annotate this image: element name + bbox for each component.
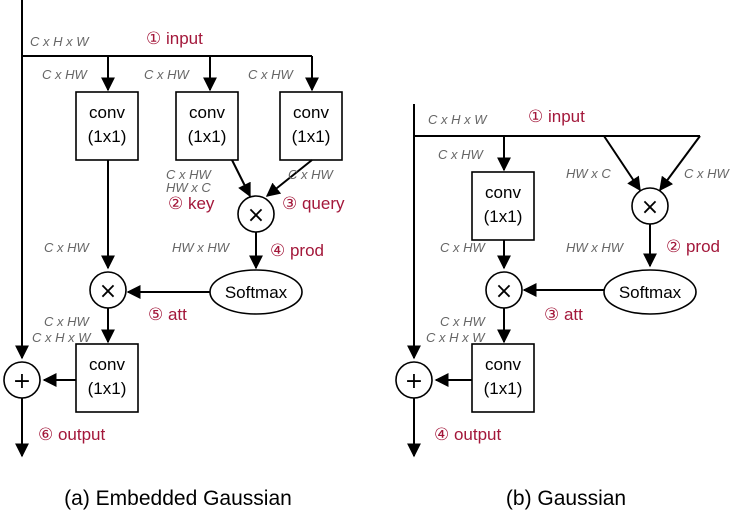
a-conv-out-line1: conv: [89, 355, 125, 374]
a-dim-branch-right: C x HW: [248, 67, 295, 82]
b-multiply-node-upper: ×: [631, 187, 669, 225]
a-conv-right-line1: conv: [293, 103, 329, 122]
a-dim-query: C x HW: [288, 167, 335, 182]
a-step-input: ① input: [146, 29, 203, 48]
b-dim-att-b: C x H x W: [426, 330, 486, 345]
b-dim-prod: HW x HW: [566, 240, 625, 255]
multiply-icon: ×: [247, 203, 265, 228]
a-caption: (a) Embedded Gaussian: [64, 487, 292, 510]
a-key-arrow: [231, 159, 251, 198]
b-dim-branch-left: C x HW: [438, 147, 485, 162]
a-dim-input: C x H x W: [30, 34, 90, 49]
b-dim-conv-out: C x HW: [440, 240, 487, 255]
a-dim-att-b: C x H x W: [32, 330, 92, 345]
a-conv-out-line2: (1x1): [88, 379, 127, 398]
a-conv-left-line1: conv: [89, 103, 125, 122]
a-add-node: +: [3, 361, 41, 399]
b-step-input: ① input: [528, 107, 585, 126]
a-dim-branch-left: C x HW: [42, 67, 89, 82]
plus-icon: +: [405, 369, 423, 394]
panel-a-embedded-gaussian: conv (1x1) conv (1x1) conv (1x1) × Softm…: [3, 0, 345, 510]
a-step-prod: ④ prod: [270, 241, 324, 260]
a-multiply-node-upper: ×: [237, 195, 275, 233]
b-dim-mul-left: HW x C: [566, 166, 611, 181]
b-step-att: ③ att: [544, 305, 583, 324]
a-conv-out: conv (1x1): [75, 343, 139, 413]
a-conv-mid-line2: (1x1): [188, 127, 227, 146]
a-conv-right: conv (1x1): [279, 91, 343, 161]
a-conv-mid: conv (1x1): [175, 91, 239, 161]
a-dim-att-a: C x HW: [44, 314, 91, 329]
a-query-arrow: [265, 159, 313, 197]
multiply-icon: ×: [641, 195, 659, 220]
b-conv-out: conv (1x1): [471, 343, 535, 413]
panel-b-gaussian: conv (1x1) × Softmax × conv (1x1): [395, 104, 731, 510]
a-softmax-node: Softmax: [209, 269, 303, 315]
a-dim-key-a: C x HW: [166, 167, 213, 182]
b-right-to-mul-arrow: [659, 135, 701, 192]
b-add-node: +: [395, 361, 433, 399]
multiply-icon: ×: [99, 279, 117, 304]
b-softmax-label: Softmax: [619, 283, 682, 302]
b-step-output: ④ output: [434, 425, 502, 444]
b-softmax-node: Softmax: [603, 269, 697, 315]
a-conv-right-line2: (1x1): [292, 127, 331, 146]
b-dim-att-a: C x HW: [440, 314, 487, 329]
a-conv-left-line2: (1x1): [88, 127, 127, 146]
a-dim-key-b: HW x C: [166, 180, 211, 195]
a-conv-left: conv (1x1): [75, 91, 139, 161]
multiply-icon: ×: [495, 279, 513, 304]
a-step-att: ⑤ att: [148, 305, 187, 324]
a-softmax-label: Softmax: [225, 283, 288, 302]
b-left-to-mul-arrow: [603, 135, 641, 192]
a-dim-branch-mid: C x HW: [144, 67, 191, 82]
plus-icon: +: [13, 369, 31, 394]
b-conv-line1: conv: [485, 183, 521, 202]
a-step-output: ⑥ output: [38, 425, 106, 444]
b-multiply-node-lower: ×: [485, 271, 523, 309]
a-dim-left-conv-out: C x HW: [44, 240, 91, 255]
a-multiply-node-lower: ×: [89, 271, 127, 309]
a-conv-mid-line1: conv: [189, 103, 225, 122]
a-step-query: ③ query: [282, 194, 345, 213]
b-caption: (b) Gaussian: [506, 487, 626, 510]
b-step-prod: ② prod: [666, 237, 720, 256]
a-dim-prod: HW x HW: [172, 240, 231, 255]
b-dim-mul-right: C x HW: [684, 166, 731, 181]
b-conv: conv (1x1): [471, 171, 535, 241]
b-dim-input: C x H x W: [428, 112, 488, 127]
a-step-key: ② key: [168, 194, 215, 213]
b-conv-out-line1: conv: [485, 355, 521, 374]
b-conv-out-line2: (1x1): [484, 379, 523, 398]
b-conv-line2: (1x1): [484, 207, 523, 226]
